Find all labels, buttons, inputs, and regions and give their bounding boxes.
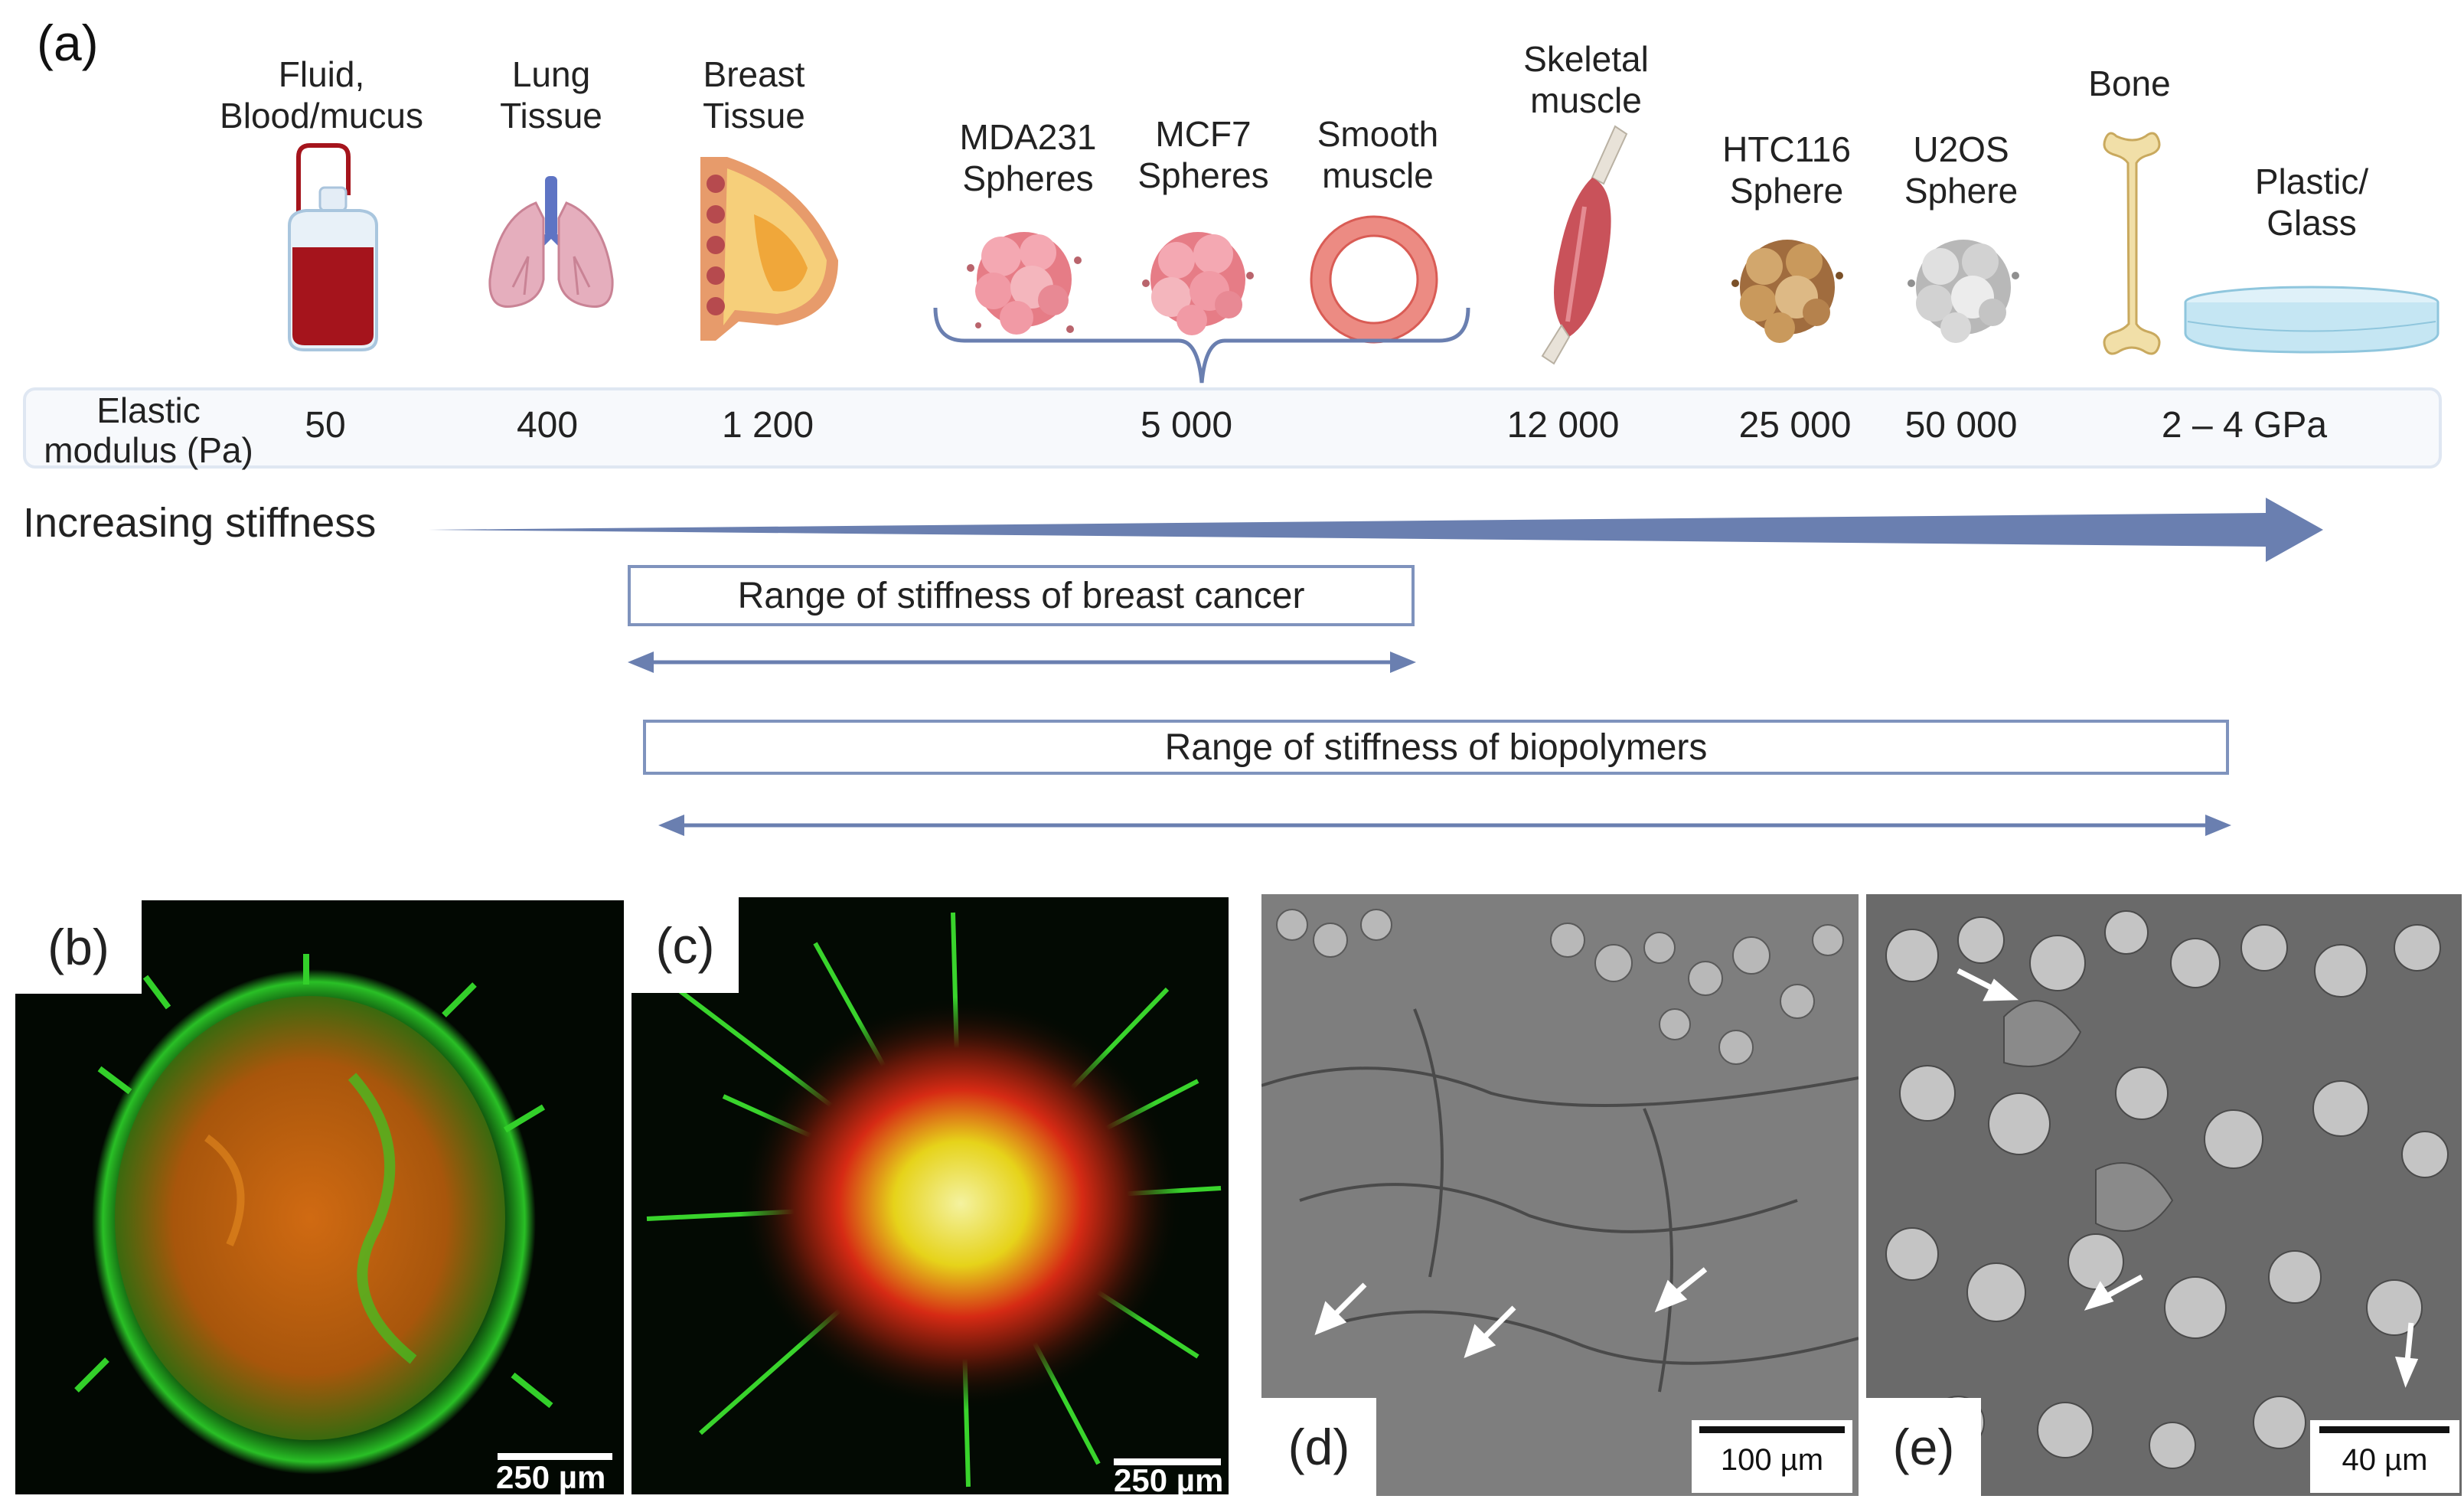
modulus-value-breast: 1 200 <box>721 405 814 446</box>
spheroid-brown-icon <box>1731 240 1843 343</box>
panel-b-scale-bar <box>498 1453 612 1460</box>
panel-e-scale-text: 40 µm <box>2342 1443 2428 1477</box>
range-breast-cancer-box: Range of stiffness of breast cancer <box>628 565 1415 626</box>
panel-e-label: (e) <box>1866 1398 1981 1496</box>
panel-d-label: (d) <box>1261 1398 1376 1496</box>
blood-bag-icon <box>288 143 378 351</box>
spheroid-fluorescence-c <box>646 912 1222 1488</box>
lungs-icon <box>488 176 614 309</box>
spheroid-pink-icon <box>967 232 1082 335</box>
panel-e-scale-box: 40 µm <box>2310 1420 2459 1493</box>
stiffness-arrow <box>429 498 2323 562</box>
sem-image-d <box>1261 894 1859 1496</box>
petri-dish-icon <box>2184 286 2440 354</box>
group-bracket <box>933 307 1470 384</box>
smooth-muscle-ring-icon <box>1310 215 1438 344</box>
bone-icon <box>2103 132 2161 355</box>
spheroid-pink-icon <box>1142 232 1254 335</box>
panel-b-label: (b) <box>15 900 142 994</box>
panel-c-image <box>632 897 1229 1494</box>
panel-b-scale-text: 250 µm <box>496 1459 606 1495</box>
panel-d-scale-box: 100 µm <box>1692 1420 1852 1493</box>
panel-c-label: (c) <box>632 897 739 993</box>
panel-d-scale-text: 100 µm <box>1720 1443 1824 1477</box>
category-label-plastic-glass: Plastic/Glass <box>2254 162 2369 243</box>
sem-image-e <box>1866 894 2462 1496</box>
category-label-bone: Bone <box>2088 64 2171 103</box>
elastic-modulus-band <box>23 387 2442 469</box>
panel-d-scale-bar <box>1699 1426 1845 1433</box>
panel-c-scale-bar <box>1114 1458 1221 1465</box>
panel-e-scale-bar <box>2319 1426 2449 1433</box>
modulus-value-skeletal: 12 000 <box>1506 405 1620 446</box>
modulus-value-bone-plastic: 2 – 4 GPa <box>2161 405 2328 446</box>
skeletal-muscle-icon <box>1541 125 1628 365</box>
modulus-value-u2os: 50 000 <box>1904 405 2018 446</box>
breast-tissue-icon <box>700 157 838 341</box>
range-biopolymers-box: Range of stiffness of biopolymers <box>643 720 2229 775</box>
modulus-value-fluid: 50 <box>305 405 346 446</box>
panel-b-image <box>15 900 624 1494</box>
spheroid-fluorescence-b <box>74 954 553 1475</box>
range-breast-cancer-arrow <box>628 652 1416 673</box>
panel-e-image <box>1866 894 2462 1496</box>
modulus-value-spheres-group: 5 000 <box>1140 405 1233 446</box>
stiffness-arrow-label: Increasing stiffness <box>23 500 377 546</box>
range-biopolymers-arrow <box>658 815 2231 836</box>
panel-a-label: (a) <box>37 15 99 71</box>
panel-d-image <box>1261 894 1859 1496</box>
modulus-value-lung: 400 <box>516 405 579 446</box>
modulus-value-htc116: 25 000 <box>1738 405 1852 446</box>
panel-c-scale-text: 250 µm <box>1114 1462 1224 1498</box>
category-label-fluid: Fluid,Blood/mucus <box>220 54 423 136</box>
spheroid-grey-icon <box>1908 240 2019 343</box>
